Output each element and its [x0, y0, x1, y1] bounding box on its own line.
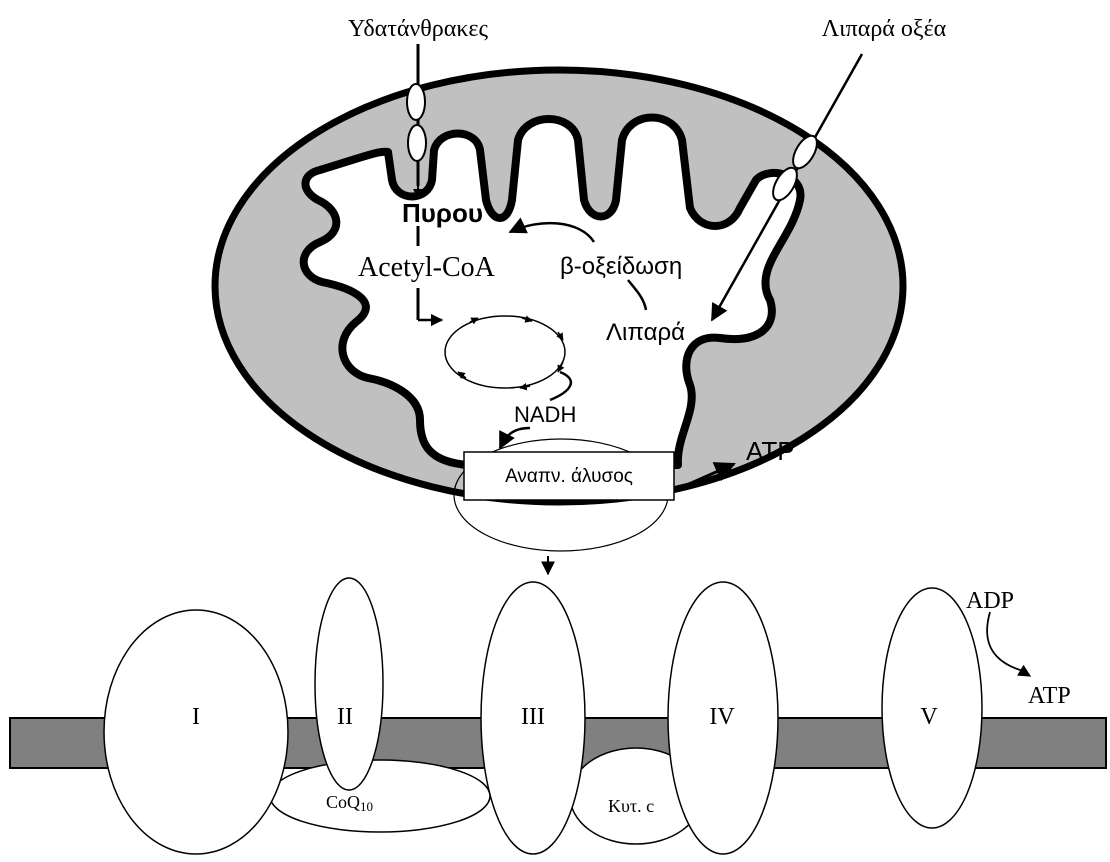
carbohydrates-label: Υδατάνθρακες: [348, 16, 489, 42]
cytochrome-c-label: Κυτ. c: [608, 796, 654, 816]
complex-III-label: III: [521, 704, 545, 730]
atp-top-label: ATP: [746, 436, 795, 466]
fatty-acids-label: Λιπαρά οξέα: [822, 16, 947, 42]
coq10-main-text: CoQ: [326, 792, 360, 812]
complex-IV-label: IV: [709, 704, 735, 730]
respiratory-chain-label: Αναπν. άλυσος: [505, 466, 633, 487]
outer-carbohydrate-transporter: [407, 84, 425, 120]
adp-label: ADP: [966, 588, 1014, 614]
coq10-subscript: 10: [360, 799, 373, 814]
coq10-carrier: [270, 760, 490, 832]
complex-II-label: II: [337, 704, 353, 730]
adp-to-atp-arrow: [987, 612, 1030, 676]
nadh-label: NADH: [514, 402, 576, 427]
atp-bottom-label: ATP: [1028, 683, 1071, 709]
beta-oxidation-label: β-οξείδωση: [560, 253, 682, 280]
inner-carbohydrate-transporter: [408, 125, 426, 161]
complex-II: [315, 578, 383, 790]
complex-V-label: V: [920, 704, 938, 730]
acetyl-coa-label: Acetyl-CoA: [358, 252, 496, 283]
complex-I-label: I: [192, 704, 200, 730]
complex-I: [104, 610, 288, 854]
lipids-label: Λιπαρά: [606, 319, 685, 346]
pyruvate-label: Πυρου: [402, 198, 483, 228]
